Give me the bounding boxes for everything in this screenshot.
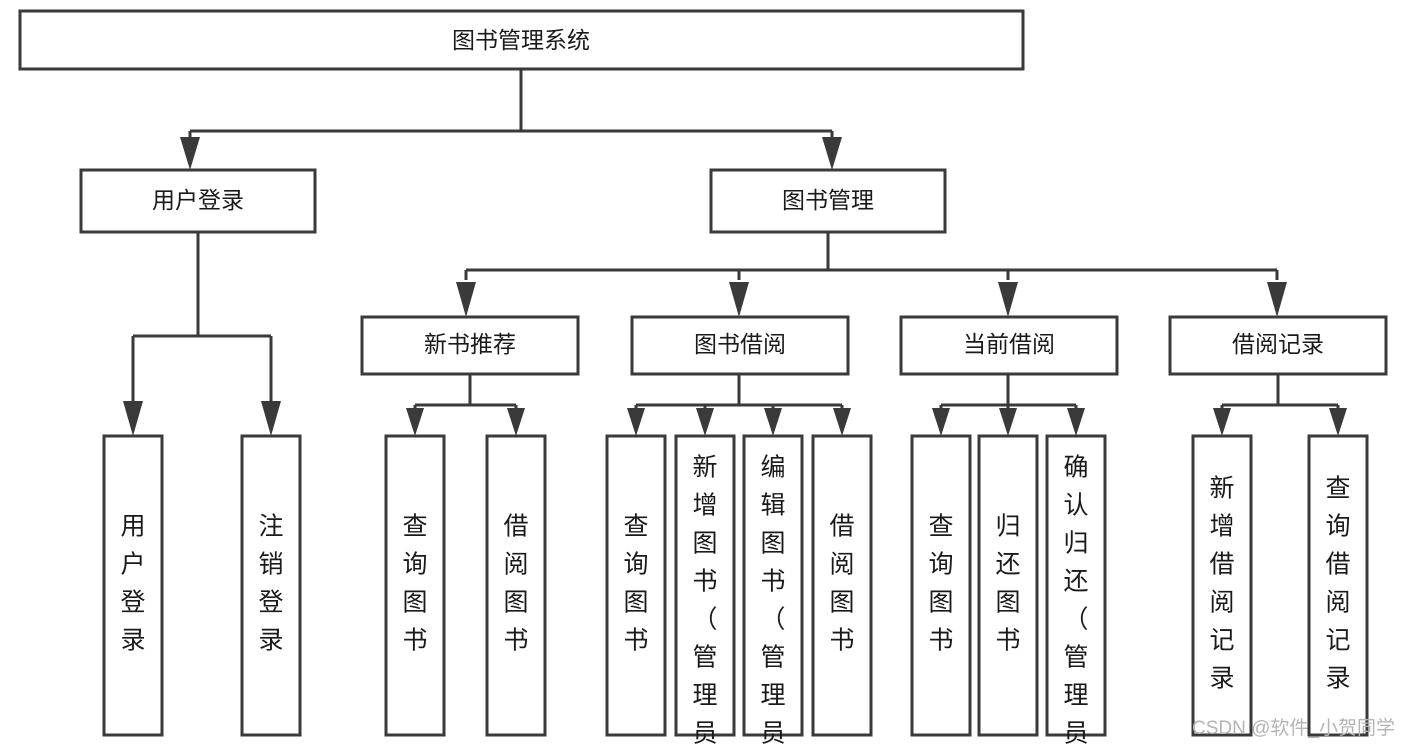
- node-current-borrow-label: 当前借阅: [963, 331, 1055, 357]
- node-leaf-add-book[interactable]: 新增图书（管理员）: [674, 434, 736, 747]
- node-new-book-recommend[interactable]: 新书推荐: [360, 315, 580, 376]
- node-current-borrow[interactable]: 当前借阅: [899, 315, 1119, 376]
- node-leaf-borrow-book-1[interactable]: 借阅图书: [485, 434, 547, 737]
- node-leaf-logout-label: 注销登录: [258, 513, 283, 655]
- connector-newbook-to-leaves: [406, 374, 525, 436]
- node-borrow-record[interactable]: 借阅记录: [1168, 315, 1388, 376]
- node-user-login[interactable]: 用户登录: [79, 168, 317, 234]
- node-leaf-user-login[interactable]: 用户登录: [102, 434, 164, 737]
- node-leaf-add-record-label: 新增借阅记录: [1209, 475, 1234, 693]
- connector-root-to-level2: [180, 69, 842, 170]
- connector-currentborrow-to-leaves: [932, 374, 1085, 436]
- node-leaf-return-book-label: 归还图书: [995, 513, 1020, 655]
- node-book-borrow-label: 图书借阅: [694, 331, 786, 357]
- node-leaf-query-book-3[interactable]: 查询图书: [910, 434, 972, 737]
- node-book-management[interactable]: 图书管理: [709, 168, 947, 234]
- watermark-text: CSDN @软件_小贺同学: [1192, 717, 1395, 739]
- node-leaf-return-book[interactable]: 归还图书: [977, 434, 1039, 737]
- node-leaf-user-login-label: 用户登录: [120, 513, 145, 655]
- node-leaf-borrow-book-1-label: 借阅图书: [503, 513, 528, 655]
- node-leaf-query-book-1[interactable]: 查询图书: [384, 434, 446, 737]
- node-leaf-query-book-2-label: 查询图书: [623, 513, 648, 655]
- node-leaf-query-book-3-label: 查询图书: [928, 513, 953, 655]
- node-leaf-query-book-2[interactable]: 查询图书: [605, 434, 667, 737]
- node-leaf-add-record[interactable]: 新增借阅记录: [1191, 434, 1253, 737]
- node-leaf-edit-book[interactable]: 编辑图书（管理员）: [742, 434, 804, 747]
- node-leaf-add-book-label: 新增图书（管理员）: [692, 454, 717, 747]
- node-leaf-query-book-1-label: 查询图书: [402, 513, 427, 655]
- connector-bookborrow-to-leaves: [627, 374, 851, 436]
- node-leaf-confirm-return-label: 确认归还（管理员）: [1063, 454, 1088, 747]
- node-book-management-label: 图书管理: [782, 187, 874, 213]
- node-leaf-edit-book-label: 编辑图书（管理员）: [760, 454, 785, 747]
- node-user-login-label: 用户登录: [152, 187, 244, 213]
- node-leaf-confirm-return[interactable]: 确认归还（管理员）: [1045, 434, 1107, 747]
- node-leaf-borrow-book-2-label: 借阅图书: [829, 513, 854, 655]
- connector-borrowrecord-to-leaves: [1213, 374, 1347, 436]
- node-leaf-query-record-label: 查询借阅记录: [1325, 475, 1350, 693]
- node-root-label: 图书管理系统: [452, 27, 590, 53]
- node-leaf-logout[interactable]: 注销登录: [240, 434, 302, 737]
- node-leaf-borrow-book-2[interactable]: 借阅图书: [811, 434, 873, 737]
- node-borrow-record-label: 借阅记录: [1232, 331, 1324, 357]
- node-book-borrow[interactable]: 图书借阅: [630, 315, 850, 376]
- node-root[interactable]: 图书管理系统: [18, 9, 1025, 71]
- node-new-book-recommend-label: 新书推荐: [424, 331, 516, 357]
- connector-bookmanagement-to-level3: [456, 232, 1287, 317]
- connector-userlogin-to-leaves: [123, 232, 281, 436]
- node-leaf-query-record[interactable]: 查询借阅记录: [1307, 434, 1369, 737]
